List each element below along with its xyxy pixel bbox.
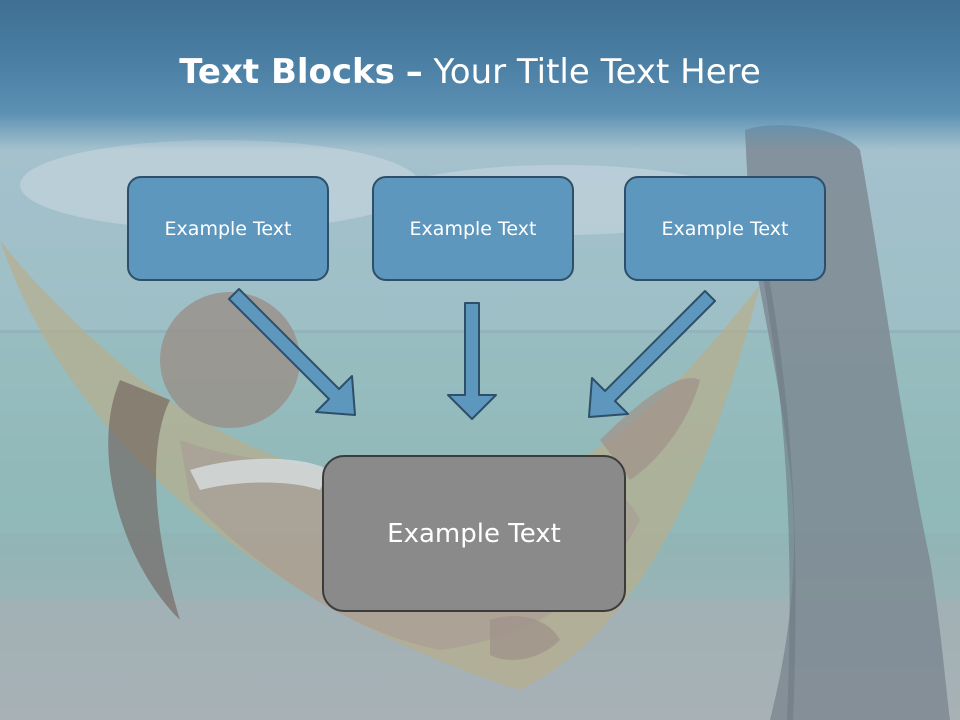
arrow-center xyxy=(447,302,497,420)
slide-title: Text Blocks – Your Title Text Here xyxy=(0,52,940,92)
text-block-1-label: Example Text xyxy=(164,217,292,240)
text-block-3-label: Example Text xyxy=(661,217,789,240)
arrow-left xyxy=(228,288,356,416)
text-block-2-label: Example Text xyxy=(409,217,537,240)
text-block-2[interactable]: Example Text xyxy=(372,176,574,281)
main-text-block-label: Example Text xyxy=(387,518,561,549)
text-block-3[interactable]: Example Text xyxy=(624,176,826,281)
header-band xyxy=(0,0,960,150)
title-bold: Text Blocks xyxy=(179,52,395,92)
title-separator: – xyxy=(405,52,423,92)
title-rest: Your Title Text Here xyxy=(433,52,761,92)
text-block-1[interactable]: Example Text xyxy=(127,176,329,281)
arrow-right xyxy=(588,290,716,418)
main-text-block[interactable]: Example Text xyxy=(322,455,626,612)
